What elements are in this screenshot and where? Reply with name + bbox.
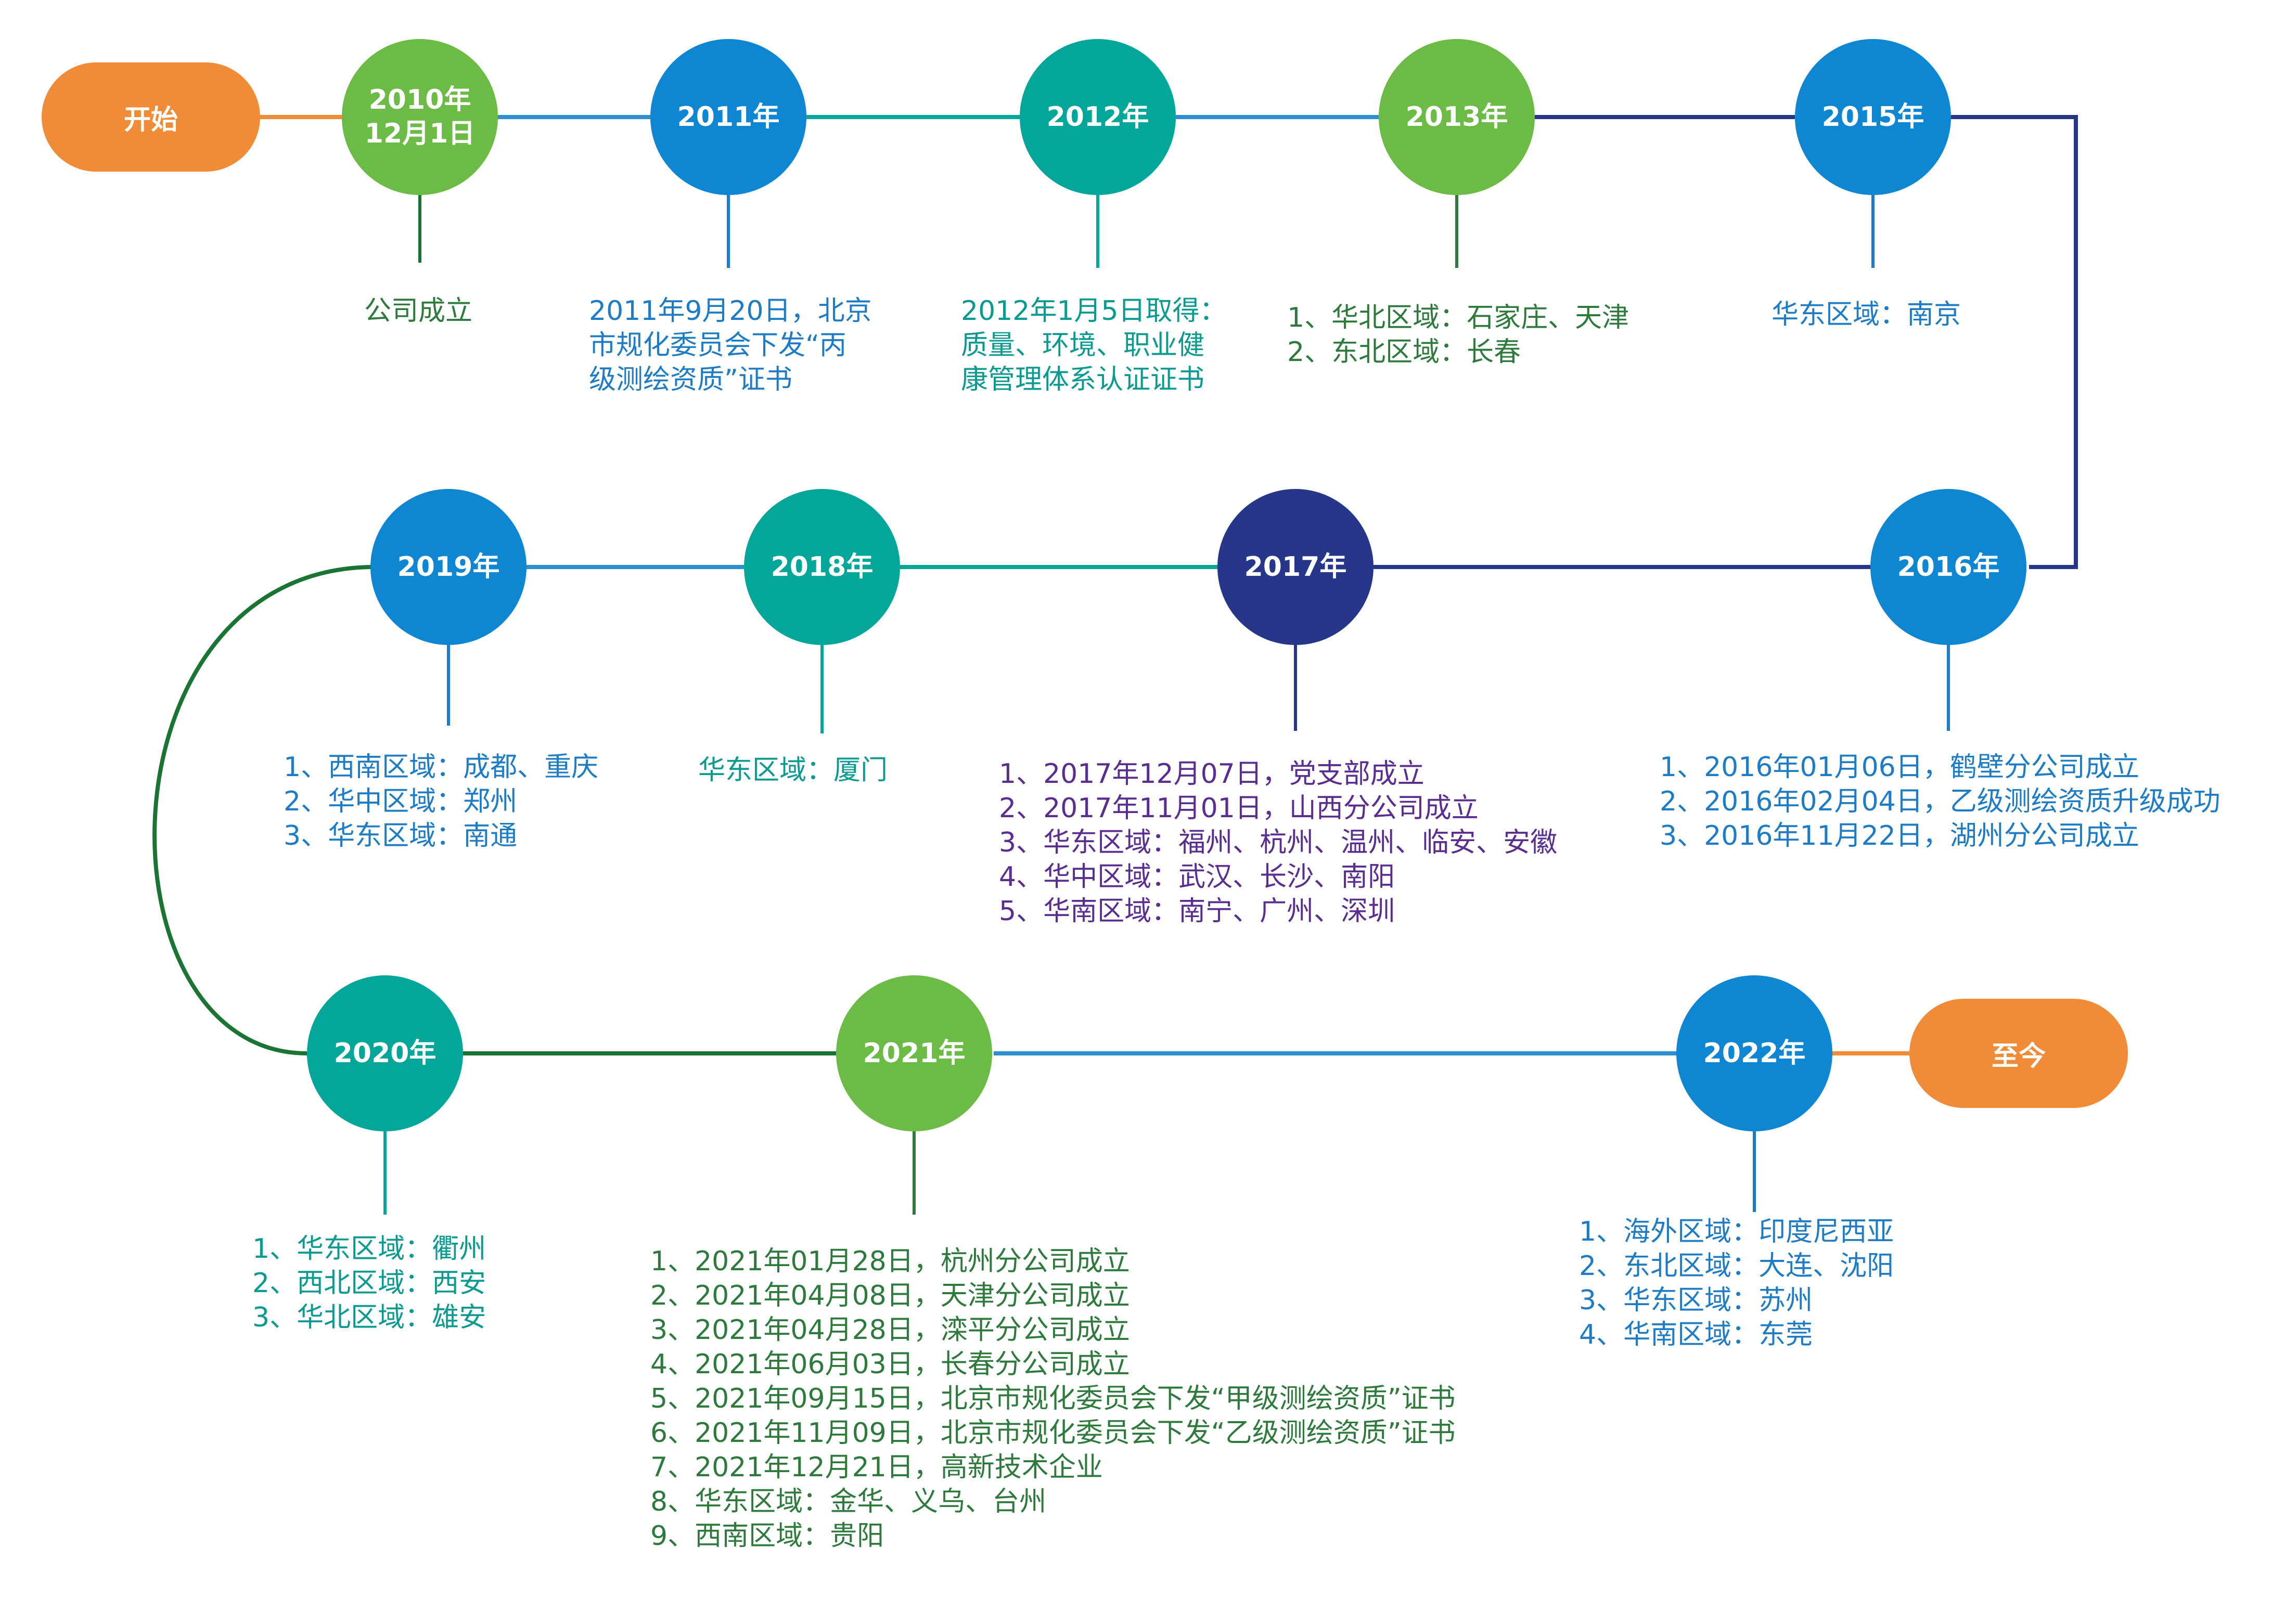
description-line: 5、华南区域：南宁、广州、深圳 [999,896,1395,927]
milestone-2020-label: 2020年 [333,1037,437,1069]
milestone-2016-node: 2016年 [1870,489,2026,645]
milestone-2011-node: 2011年 [650,39,806,195]
description-line: 华东区域：厦门 [698,755,888,786]
milestone-2017-description: 1、2017年12月07日，党支部成立 2、2017年11月01日，山西分公司成… [999,757,1557,929]
milestone-2011-label: 2011年 [677,101,780,133]
description-line: 2、东北区域：大连、沈阳 [1579,1251,1894,1282]
description-line: 3、华东区域：福州、杭州、温州、临安、安徽 [999,827,1558,858]
description-line: 2、西北区域：西安 [252,1268,486,1299]
milestone-2010-label: 2010年 12月1日 [364,84,476,149]
milestone-2019-description: 1、西南区域：成都、重庆 2、华中区域：郑州 3、华东区域：南通 [284,750,598,853]
connector-2019-2020 [152,565,375,1055]
description-line: 1、2017年12月07日，党支部成立 [999,758,1424,790]
description-line: 公司成立 [364,295,473,327]
description-line: 4、华南区域：东莞 [1579,1319,1813,1350]
end-node: 至今 [1909,999,2128,1108]
milestone-2015-description: 华东区域：南京 [1772,298,1961,332]
description-line: 2012年1月5日取得： [961,295,1227,327]
description-line: 康管理体系认证证书 [961,364,1205,395]
milestone-2012-description: 2012年1月5日取得： 质量、环境、职业健 康管理体系认证证书 [961,294,1227,397]
description-line: 级测绘资质”证书 [589,364,792,395]
end-label: 至今 [1991,1040,2046,1072]
milestone-2021-label: 2021年 [863,1037,966,1069]
start-label: 开始 [123,104,178,136]
milestone-2022-description: 1、海外区域：印度尼西亚 2、东北区域：大连、沈阳 3、华东区域：苏州 4、华南… [1579,1215,1894,1352]
milestone-2017-node: 2017年 [1217,489,1374,645]
description-line: 1、西南区域：成都、重庆 [284,752,599,783]
description-line: 1、华东区域：衢州 [252,1233,486,1265]
milestone-2010-node: 2010年 12月1日 [342,39,498,195]
milestone-2020-description: 1、华东区域：衢州 2、西北区域：西安 3、华北区域：雄安 [252,1232,486,1335]
milestone-2022-label: 2022年 [1703,1037,1806,1069]
description-line: 3、华东区域：苏州 [1579,1285,1813,1316]
milestone-2015-node: 2015年 [1795,39,1951,195]
description-line: 4、华中区域：武汉、长沙、南阳 [999,861,1395,893]
milestone-2017-label: 2017年 [1244,551,1347,583]
description-line: 质量、环境、职业健 [961,330,1205,361]
description-line: 1、海外区域：印度尼西亚 [1579,1216,1894,1247]
milestone-2013-label: 2013年 [1405,101,1508,133]
milestone-2012-label: 2012年 [1046,101,1149,133]
description-line: 7、2021年12月21日，高新技术企业 [650,1452,1103,1483]
description-line: 3、2021年04月28日，滦平分公司成立 [650,1314,1130,1346]
description-line: 3、2016年11月22日，湖州分公司成立 [1660,820,2139,852]
milestone-2022-node: 2022年 [1676,975,1832,1131]
milestone-2020-node: 2020年 [307,975,463,1131]
milestone-2013-node: 2013年 [1379,39,1535,195]
milestone-2018-description: 华东区域：厦门 [698,753,888,788]
description-line: 2、华中区域：郑州 [284,786,518,817]
milestone-2011-description: 2011年9月20日，北京 市规化委员会下发“丙 级测绘资质”证书 [589,294,872,397]
description-line: 2、2021年04月08日，天津分公司成立 [650,1280,1130,1311]
milestone-2019-node: 2019年 [370,489,527,645]
description-line: 4、2021年06月03日，长春分公司成立 [650,1349,1130,1380]
start-node: 开始 [42,62,260,172]
description-line: 9、西南区域：贵阳 [650,1520,884,1552]
milestone-2018-node: 2018年 [744,489,900,645]
milestone-2019-label: 2019年 [397,551,500,583]
description-line: 2、2016年02月04日，乙级测绘资质升级成功 [1660,786,2220,817]
description-line: 3、华东区域：南通 [284,820,518,852]
description-line: 8、华东区域：金华、义乌、台州 [650,1486,1047,1517]
description-line: 1、华北区域：石家庄、天津 [1287,302,1629,333]
description-line: 3、华北区域：雄安 [252,1302,486,1333]
description-line: 1、2016年01月06日，鹤壁分公司成立 [1660,752,2139,783]
milestone-2016-description: 1、2016年01月06日，鹤壁分公司成立 2、2016年02月04日，乙级测绘… [1660,750,2220,853]
description-line: 1、2021年01月28日，杭州分公司成立 [650,1246,1130,1277]
description-line: 华东区域：南京 [1772,299,1961,330]
description-line: 2011年9月20日，北京 [589,295,872,327]
milestone-2012-node: 2012年 [1020,39,1176,195]
milestone-2021-node: 2021年 [836,975,992,1131]
milestone-2018-label: 2018年 [771,551,874,583]
milestone-2016-label: 2016年 [1897,551,2000,583]
milestone-2021-description: 1、2021年01月28日，杭州分公司成立 2、2021年04月08日，天津分公… [650,1244,1456,1553]
milestone-2013-description: 1、华北区域：石家庄、天津 2、东北区域：长春 [1287,301,1629,369]
description-line: 6、2021年11月09日，北京市规化委员会下发“乙级测绘资质”证书 [650,1417,1456,1449]
milestone-2015-label: 2015年 [1821,101,1924,133]
connector-2015-2016 [1951,115,2078,569]
description-line: 2、2017年11月01日，山西分公司成立 [999,793,1479,824]
description-line: 5、2021年09月15日，北京市规化委员会下发“甲级测绘资质”证书 [650,1383,1456,1414]
milestone-2010-description: 公司成立 [364,294,472,328]
description-line: 市规化委员会下发“丙 [589,330,846,361]
description-line: 2、东北区域：长春 [1287,337,1521,368]
